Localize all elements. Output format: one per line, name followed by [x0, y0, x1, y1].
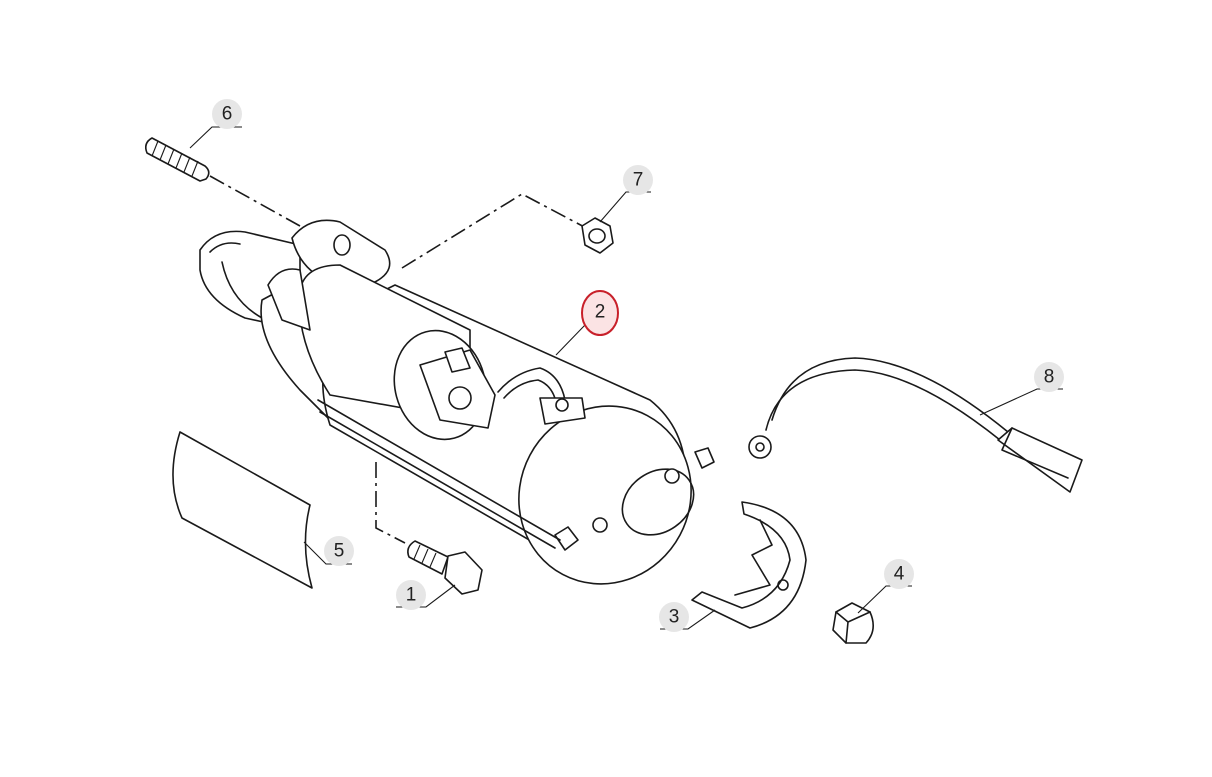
part-4-cap-nut[interactable]: [832, 602, 874, 644]
part-6-stud[interactable]: [145, 137, 210, 182]
part-1-bolt[interactable]: [407, 540, 483, 595]
callout-label: 7: [633, 170, 644, 191]
callout-1[interactable]: 1: [396, 580, 426, 610]
callout-6[interactable]: 6: [212, 99, 242, 129]
part-7-hex-nut[interactable]: [581, 217, 614, 254]
callout-label: 5: [334, 541, 345, 562]
part-2-starter-motor[interactable]: [199, 219, 722, 614]
callout-5[interactable]: 5: [324, 536, 354, 566]
part-5-shield[interactable]: [172, 431, 313, 589]
callout-8[interactable]: 8: [1034, 362, 1064, 392]
part-8-cable[interactable]: [748, 357, 1083, 493]
part-3-bracket[interactable]: [691, 501, 807, 629]
callout-3[interactable]: 3: [659, 602, 689, 632]
callout-label: 2: [595, 302, 606, 323]
callout-4[interactable]: 4: [884, 559, 914, 589]
callout-7[interactable]: 7: [623, 165, 653, 195]
callout-label: 8: [1044, 367, 1055, 388]
callout-label: 6: [222, 104, 233, 125]
callout-2[interactable]: 2: [581, 290, 619, 336]
callout-label: 3: [669, 607, 680, 628]
callout-label: 4: [894, 564, 905, 585]
callout-label: 1: [406, 585, 417, 606]
assembly-lines: [209, 175, 591, 544]
